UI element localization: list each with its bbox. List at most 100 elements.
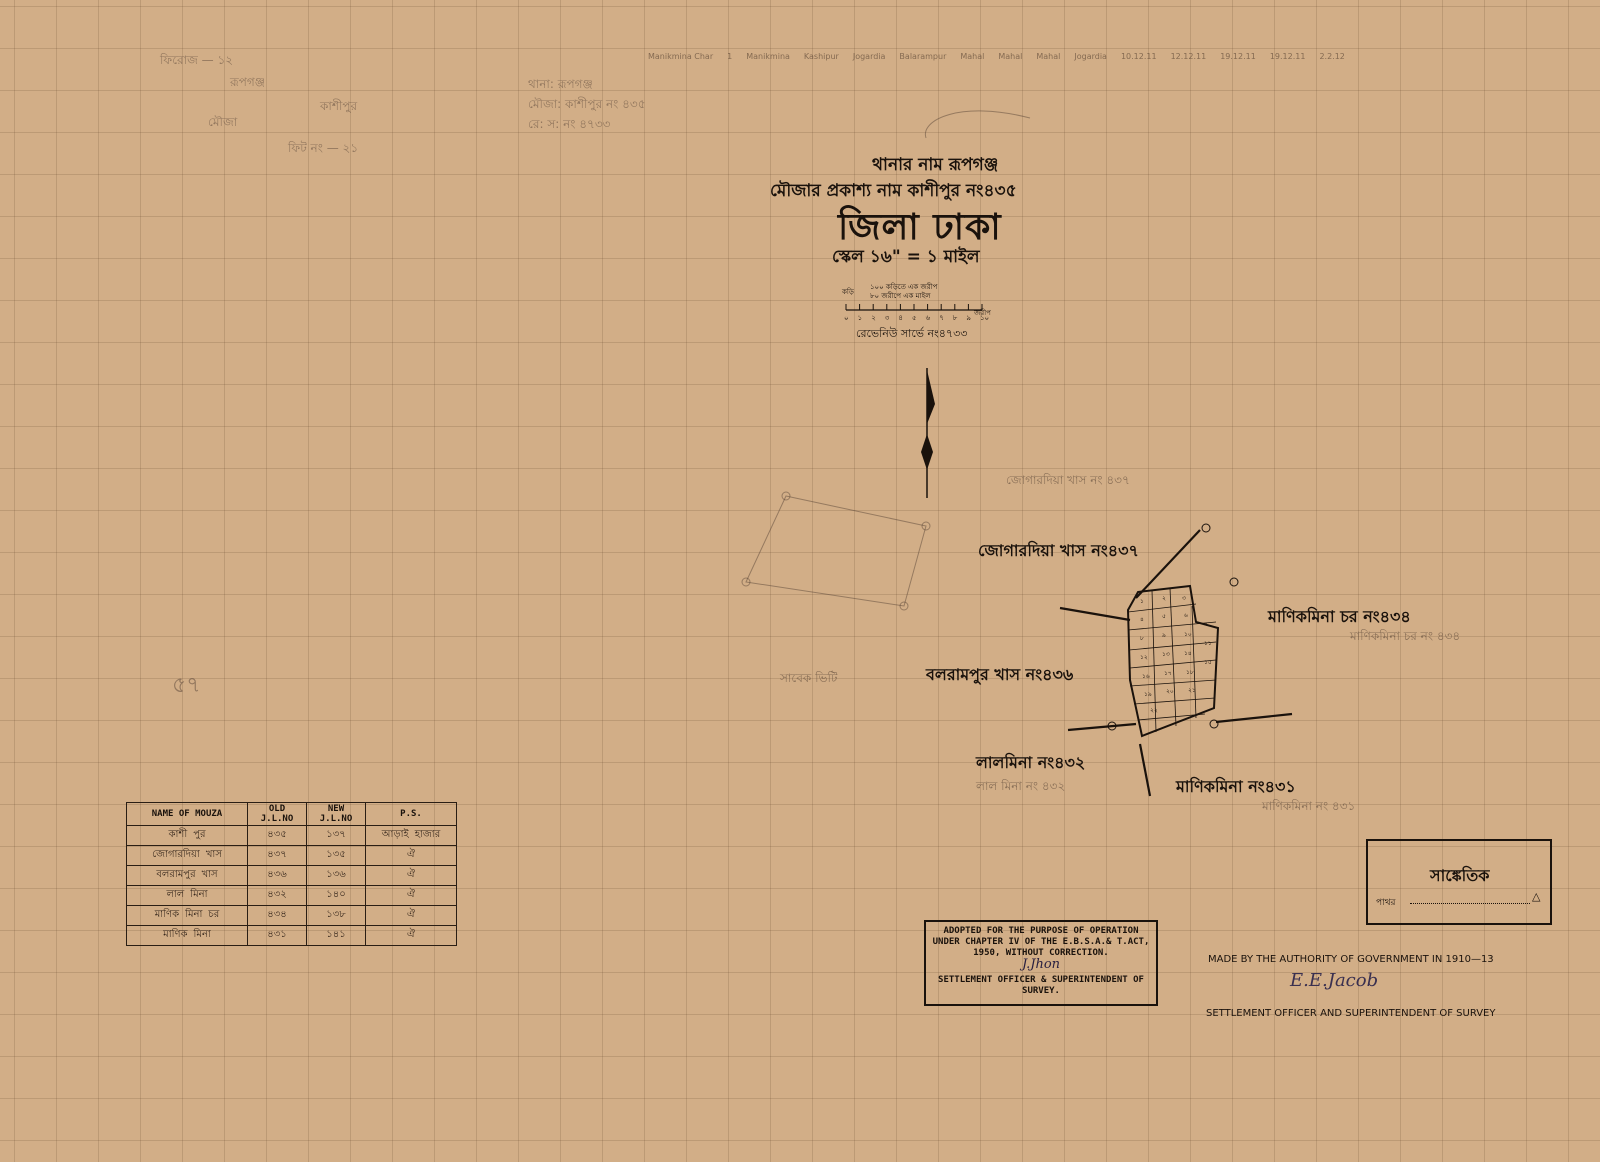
scale-title: স্কেল ১৬" = ১ মাইল [832, 247, 980, 267]
plot-number: ২ [1162, 595, 1166, 602]
scale-note: ৮০ জরীপে এক মাইল [870, 292, 931, 300]
table-header-row: NAME OF MOUZA OLD J.L.NO NEW J.L.NO P.S. [126, 802, 457, 826]
pencil-neighbour-label: মাণিকমিনা নং ৪৩১ [1262, 799, 1356, 813]
plot-number: ১১ [1204, 640, 1212, 647]
ledger-entry: 19.12.11 [1269, 52, 1306, 61]
plot-number: ১ [1140, 598, 1144, 605]
ledger-entry: Balarampur [899, 52, 947, 61]
legend-item-label: পাথর [1376, 898, 1396, 908]
neighbour-label-west: বলরামপুর খাস নং৪৩৬ [926, 665, 1074, 684]
legend-box: সাঙ্কেতিক পাথর △ [1366, 839, 1552, 925]
pencil-note: ফিট নং — ২১ [288, 141, 359, 155]
scale-unit: কড়ি [842, 288, 854, 296]
scale-tick-label: ৯ [966, 314, 971, 322]
plot-number: ১৮ [1186, 669, 1194, 676]
pencil-neighbour-label: মাণিকমিনা চর নং ৪৩৪ [1350, 629, 1461, 643]
pencil-neighbour-label: সাবেক ভিটি [780, 671, 838, 685]
scale-note: ১০০ কড়িতে এক জরীপ [870, 283, 938, 291]
legend-title: সাঙ্কেতিক [1430, 866, 1490, 885]
pencil-neighbour-label: লাল মিনা নং ৪৩২ [976, 779, 1066, 793]
plot-number: ৫ [1162, 613, 1166, 620]
column-header: OLD J.L.NO [247, 802, 307, 826]
table-cell: ১৪০ [306, 885, 366, 906]
neighbour-label-north: জোগারদিয়া খাস নং৪৩৭ [978, 541, 1139, 560]
plot-number: ৮ [1140, 635, 1144, 642]
table-cell: ঐ [365, 905, 457, 926]
plot-number: ৩ [1182, 595, 1186, 602]
pencil-note: মৌজা [208, 115, 238, 129]
scale-unit: জরীপ [974, 309, 991, 317]
ledger-entry: Manikmina [746, 52, 790, 61]
pencil-note: ফিরোজ — ১২ [160, 53, 234, 67]
column-header: NAME OF MOUZA [126, 802, 248, 826]
scale-tick-label: ৩ [885, 314, 890, 322]
table-cell: কাশী পুর [126, 825, 248, 846]
neighbour-label-east: মাণিকমিনা চর নং৪৩৪ [1268, 607, 1411, 626]
adoption-stamp: ADOPTED FOR THE PURPOSE OF OPERATION UND… [924, 920, 1158, 1006]
boundary-pillars [1107, 523, 1239, 731]
north-arrow [921, 368, 935, 498]
table-cell: ঐ [365, 925, 457, 946]
ledger-entry: Jogardia [852, 52, 886, 61]
scale-tick-label: ০ [844, 314, 849, 322]
triangle-icon: △ [1532, 890, 1541, 903]
table-cell: ১৩৮ [306, 905, 366, 926]
scale-tick-label: ৪ [898, 314, 903, 322]
table-cell: ১৪১ [306, 925, 366, 946]
table-cell: ৪৩৬ [247, 865, 307, 886]
table-cell: ৪৩১ [247, 925, 307, 946]
made-by-authority: MADE BY THE AUTHORITY OF GOVERNMENT IN 1… [1208, 954, 1494, 965]
mouza-boundary-lines [1059, 529, 1293, 797]
scale-tick-label: ১ [858, 314, 863, 322]
plot-number: ১৯ [1144, 691, 1152, 698]
scale-tick-label: ৭ [939, 314, 944, 322]
stamp-line: SETTLEMENT OFFICER & SUPERINTENDENT OF [938, 975, 1144, 985]
table-cell: ৪৩৭ [247, 845, 307, 866]
scale-tick-label: ৬ [926, 314, 931, 322]
scale-tick-label: ৫ [912, 314, 917, 322]
settlement-officer-title: SETTLEMENT OFFICER AND SUPERINTENDENT OF… [1206, 1008, 1496, 1019]
table-cell: আড়াই হাজার [365, 825, 457, 846]
mouza-table: NAME OF MOUZA OLD J.L.NO NEW J.L.NO P.S.… [126, 802, 457, 946]
ledger-entry: Jogardia [1074, 52, 1107, 61]
district-title: জিলা ঢাকা [838, 207, 1002, 248]
pencil-note: রূপগঞ্জ [230, 75, 266, 89]
mouza-outline [1126, 584, 1220, 738]
table-cell: ১৩৬ [306, 865, 366, 886]
legend-leader-dots [1410, 895, 1530, 904]
table-cell: জোগারদিয়া খাস [126, 845, 248, 866]
column-header: NEW J.L.NO [306, 802, 366, 826]
ledger-entry: Manikmina Char [648, 52, 714, 61]
plot-number: ১৬ [1142, 673, 1150, 680]
plot-number: ৯ [1162, 632, 1166, 639]
table-cell: ৪৩৪ [247, 905, 307, 926]
table-cell: ঐ [365, 865, 457, 886]
pencil-note: মৌজা: কাশীপুর নং ৪৩৫ [528, 97, 646, 111]
ledger-entry: 2.2.12 [1319, 52, 1345, 61]
pencil-note: কাশীপুর [320, 99, 358, 113]
neighbour-label-south: মাণিকমিনা নং৪৩১ [1176, 777, 1296, 796]
pencil-note: থানা: রূপগঞ্জ [528, 77, 593, 91]
stamp-line: UNDER CHAPTER IV OF THE E.B.S.A.& T.ACT, [932, 937, 1150, 947]
table-cell: বলরামপুর খাস [126, 865, 248, 886]
plot-number: ২১ [1188, 687, 1196, 694]
ledger-entry: 12.12.11 [1170, 52, 1207, 61]
thana-title: থানার নাম রূপগঞ্জ [872, 155, 999, 175]
plot-number: ১৫ [1204, 659, 1212, 666]
plot-number: ৬ [1184, 612, 1188, 619]
stamp-line: SURVEY. [1022, 986, 1060, 996]
plot-number: ১০ [1184, 631, 1192, 638]
stamp-line: ADOPTED FOR THE PURPOSE OF OPERATION [943, 926, 1139, 936]
scale-tick-label: ২ [871, 314, 876, 322]
plot-number: ১২ [1140, 654, 1148, 661]
